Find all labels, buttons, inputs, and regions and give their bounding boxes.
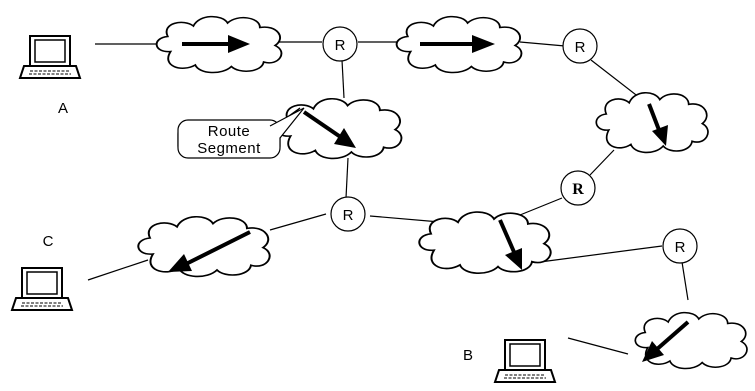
link-r4-cloud6 bbox=[519, 197, 563, 216]
host-a: A bbox=[19, 35, 81, 117]
host-label-b: B bbox=[463, 347, 473, 364]
cloud-6 bbox=[418, 211, 552, 275]
router-label: R bbox=[343, 207, 354, 224]
router-r1: R bbox=[322, 26, 358, 62]
link-r3-cloud6 bbox=[369, 215, 441, 223]
route-arrow-6 bbox=[498, 219, 522, 270]
laptop-icon bbox=[494, 339, 556, 383]
callout-line-1: Route bbox=[208, 123, 251, 140]
link-cloud3-r4 bbox=[589, 149, 615, 176]
host-label-c: C bbox=[43, 233, 54, 250]
link-hostB-cloud7 bbox=[567, 337, 629, 355]
route-arrow-1 bbox=[182, 35, 250, 53]
link-r2-cloud3 bbox=[590, 59, 641, 99]
router-label: R bbox=[575, 39, 586, 56]
router-r2: R bbox=[562, 28, 598, 64]
router-r5: R bbox=[662, 228, 698, 264]
host-label-a: A bbox=[58, 100, 68, 117]
laptop-icon bbox=[19, 35, 81, 79]
link-cloud2-r2 bbox=[519, 41, 566, 47]
route-arrow-4 bbox=[302, 110, 356, 148]
link-r5-cloud7 bbox=[681, 261, 689, 301]
route-arrow-2 bbox=[420, 35, 495, 53]
cloud-4 bbox=[275, 97, 403, 160]
host-c: C bbox=[11, 233, 73, 311]
route-segment-callout: Route Segment bbox=[177, 107, 305, 159]
host-b: B bbox=[463, 339, 556, 383]
link-cloud5-hostC bbox=[87, 259, 149, 281]
link-cloud6-r5 bbox=[539, 245, 663, 263]
callout-line-2: Segment bbox=[197, 140, 261, 157]
route-arrow-5 bbox=[168, 230, 251, 272]
link-cloud4-r3 bbox=[345, 157, 349, 199]
link-r1-cloud4 bbox=[341, 59, 345, 99]
links bbox=[87, 41, 689, 355]
laptop-icon bbox=[11, 267, 73, 311]
link-r3-cloud5 bbox=[269, 213, 327, 231]
router-label: R bbox=[335, 37, 346, 54]
router-r4: R bbox=[560, 170, 596, 206]
router-r3: R bbox=[330, 196, 366, 232]
cloud-3 bbox=[595, 91, 709, 154]
cloud-5 bbox=[137, 215, 271, 278]
router-label: R bbox=[572, 181, 584, 198]
cloud-7 bbox=[634, 311, 748, 370]
router-label: R bbox=[675, 239, 686, 256]
route-arrow-7 bbox=[642, 320, 690, 362]
route-arrow-3 bbox=[647, 103, 668, 146]
